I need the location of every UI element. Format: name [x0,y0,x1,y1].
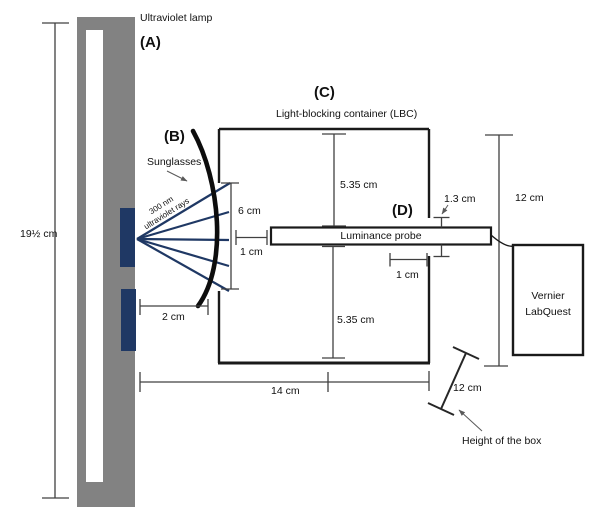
dim-probe-wall-gap: 1.3 cm [444,193,476,205]
dim-lbc-top-half: 5.35 cm [340,179,378,191]
dim-lamp-height-line [42,22,69,499]
part-b-label: (B) [164,128,185,145]
dim-probe-right: 1 cm [396,269,419,281]
part-a-label: (A) [140,34,161,51]
dim-box-height-line [484,134,513,367]
dim-lamp-to-lens: 2 cm [162,311,185,323]
lbc-walls [217,127,431,363]
dim-aperture: 6 cm [238,205,261,217]
dim-probe-left: 1 cm [240,246,263,258]
dim-box-height-diagonal-line [427,346,480,416]
height-of-box-arrow [458,409,483,432]
part-d-label: (D) [392,202,413,219]
dim-probe-right-line [389,253,428,267]
uv-emitter-upper [120,208,135,267]
probe-lower-tick [433,244,450,258]
dim-lamp-to-lens-line [139,299,209,315]
dim-lbc-bottom-half-line [322,245,345,359]
dim-lamp-height: 19½ cm [20,228,58,240]
dim-lbc-bottom-half: 5.35 cm [337,314,375,326]
luminance-probe-body [269,226,493,246]
sunglasses-lens-arc [190,128,220,309]
sunglasses-label: Sunglasses [147,156,202,168]
lamp-title: Ultraviolet lamp [140,12,213,24]
dim-probe-left-line [235,230,268,245]
dim-probe-wall-gap-line [433,216,450,228]
probe-label: Luminance probe [340,230,422,242]
labquest-label: Vernier LabQuest [525,290,571,318]
dim-box-height-diagonal: 12 cm [453,382,482,394]
labquest-box [511,243,585,357]
uv-lamp-tube [86,30,103,482]
dim-lbc-width-line [139,371,430,392]
height-of-box-label: Height of the box [462,435,542,447]
lbc-label: Light-blocking container (LBC) [276,108,418,120]
part-c-label: (C) [314,84,335,101]
dim-lbc-top-half-line [322,133,346,227]
dim-box-height-right: 12 cm [515,192,544,204]
probe-wall-gap-arrow [441,204,449,215]
sunglasses-arrow [166,170,188,182]
dim-aperture-line [221,182,239,290]
dim-lbc-width: 14 cm [271,385,300,397]
uv-emitter-lower [121,289,136,351]
